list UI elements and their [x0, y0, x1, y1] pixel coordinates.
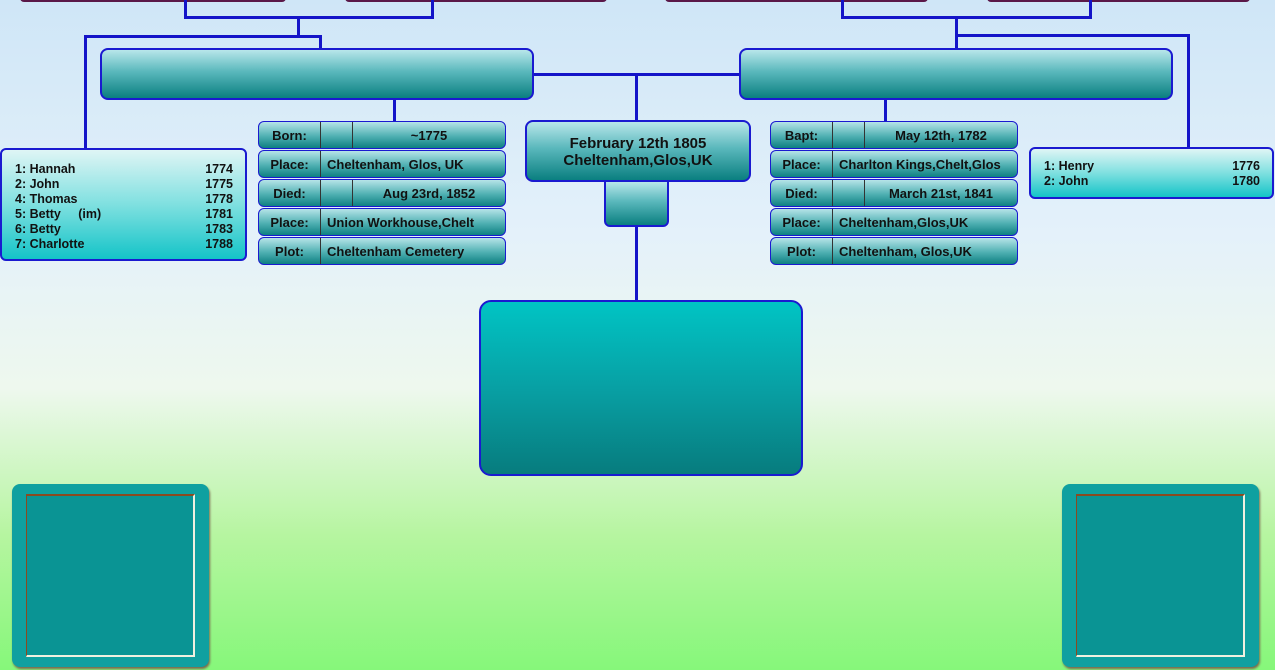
- info-row[interactable]: Died: Aug 23rd, 1852: [258, 179, 506, 207]
- mother-children-list: 1: Henry 1776 2: John 1780: [1029, 147, 1274, 199]
- info-label: Place:: [259, 151, 321, 177]
- info-label: Plot:: [259, 238, 321, 264]
- info-value: Cheltenham, Glos,UK: [839, 243, 972, 259]
- subject-connector-box: [604, 180, 669, 227]
- info-label: Place:: [771, 151, 833, 177]
- info-value: Aug 23rd, 1852: [382, 185, 476, 201]
- child-entry[interactable]: 5: Betty (im) 1781: [15, 207, 233, 222]
- child-year: 1775: [205, 177, 233, 191]
- info-label: Place:: [771, 209, 833, 235]
- info-value: March 21st, 1841: [888, 185, 994, 201]
- subject-birth-date: February 12th 1805: [569, 135, 707, 152]
- info-label: Plot:: [771, 238, 833, 264]
- child-year: 1783: [205, 222, 233, 236]
- info-spacer: [833, 122, 865, 148]
- child-year: 1778: [205, 192, 233, 206]
- child-entry[interactable]: 1: Hannah 1774: [15, 162, 233, 177]
- child-year: 1781: [205, 207, 233, 221]
- grandparent-box[interactable]: [345, 0, 607, 2]
- grandparent-box[interactable]: [20, 0, 286, 2]
- info-value: Cheltenham Cemetery: [327, 243, 465, 259]
- child-name: 1: Henry: [1044, 159, 1095, 173]
- info-label: Died:: [259, 180, 321, 206]
- photo-placeholder: [26, 494, 195, 657]
- info-label: Died:: [771, 180, 833, 206]
- child-name: 1: Hannah: [15, 162, 76, 176]
- child-year: 1780: [1232, 174, 1260, 188]
- info-spacer: [321, 180, 353, 206]
- child-entry[interactable]: 4: Thomas 1778: [15, 192, 233, 207]
- info-row[interactable]: Place: Union Workhouse,Chelt: [258, 208, 506, 236]
- child-year: 1776: [1232, 159, 1260, 173]
- child-entry[interactable]: 7: Charlotte 1788: [15, 237, 233, 252]
- info-label: Place:: [259, 209, 321, 235]
- child-name: 2: John: [1044, 174, 1089, 188]
- info-row[interactable]: Born: ~1775: [258, 121, 506, 149]
- subject-main-box[interactable]: [479, 300, 803, 476]
- photo-placeholder: [1076, 494, 1245, 657]
- child-year: 1788: [205, 237, 233, 251]
- grandparent-box[interactable]: [987, 0, 1250, 2]
- child-year: 1774: [205, 162, 233, 176]
- info-row[interactable]: Bapt: May 12th, 1782: [770, 121, 1018, 149]
- info-row[interactable]: Place: Cheltenham,Glos,UK: [770, 208, 1018, 236]
- info-row[interactable]: Place: Charlton Kings,Chelt,Glos: [770, 150, 1018, 178]
- child-name: 6: Betty: [15, 222, 61, 236]
- info-label: Bapt:: [771, 122, 833, 148]
- subject-birth-box[interactable]: February 12th 1805 Cheltenham,Glos,UK: [525, 120, 751, 182]
- photo-frame-right[interactable]: [1062, 484, 1259, 667]
- info-spacer: [321, 122, 353, 148]
- info-value: Union Workhouse,Chelt: [327, 214, 475, 230]
- child-name: 4: Thomas: [15, 192, 78, 206]
- info-row[interactable]: Plot: Cheltenham Cemetery: [258, 237, 506, 265]
- info-row[interactable]: Place: Cheltenham, Glos, UK: [258, 150, 506, 178]
- info-value: Cheltenham,Glos,UK: [839, 214, 969, 230]
- mother-name-box[interactable]: [739, 48, 1173, 100]
- info-value: ~1775: [410, 127, 448, 143]
- grandparent-box[interactable]: [665, 0, 928, 2]
- info-row[interactable]: Plot: Cheltenham, Glos,UK: [770, 237, 1018, 265]
- child-entry[interactable]: 1: Henry 1776: [1044, 159, 1260, 174]
- info-value: Cheltenham, Glos, UK: [327, 156, 464, 172]
- info-label: Born:: [259, 122, 321, 148]
- child-name: 2: John: [15, 177, 60, 191]
- info-spacer: [833, 180, 865, 206]
- info-row[interactable]: Died: March 21st, 1841: [770, 179, 1018, 207]
- child-entry[interactable]: 2: John 1775: [15, 177, 233, 192]
- father-name-box[interactable]: [100, 48, 534, 100]
- info-value: Charlton Kings,Chelt,Glos: [839, 156, 1001, 172]
- photo-frame-left[interactable]: [12, 484, 209, 667]
- child-name: 7: Charlotte: [15, 237, 85, 251]
- child-entry[interactable]: 2: John 1780: [1044, 174, 1260, 189]
- child-name: 5: Betty (im): [15, 207, 102, 221]
- subject-birth-place: Cheltenham,Glos,UK: [563, 152, 713, 169]
- info-value: May 12th, 1782: [895, 127, 987, 143]
- child-entry[interactable]: 6: Betty 1783: [15, 222, 233, 237]
